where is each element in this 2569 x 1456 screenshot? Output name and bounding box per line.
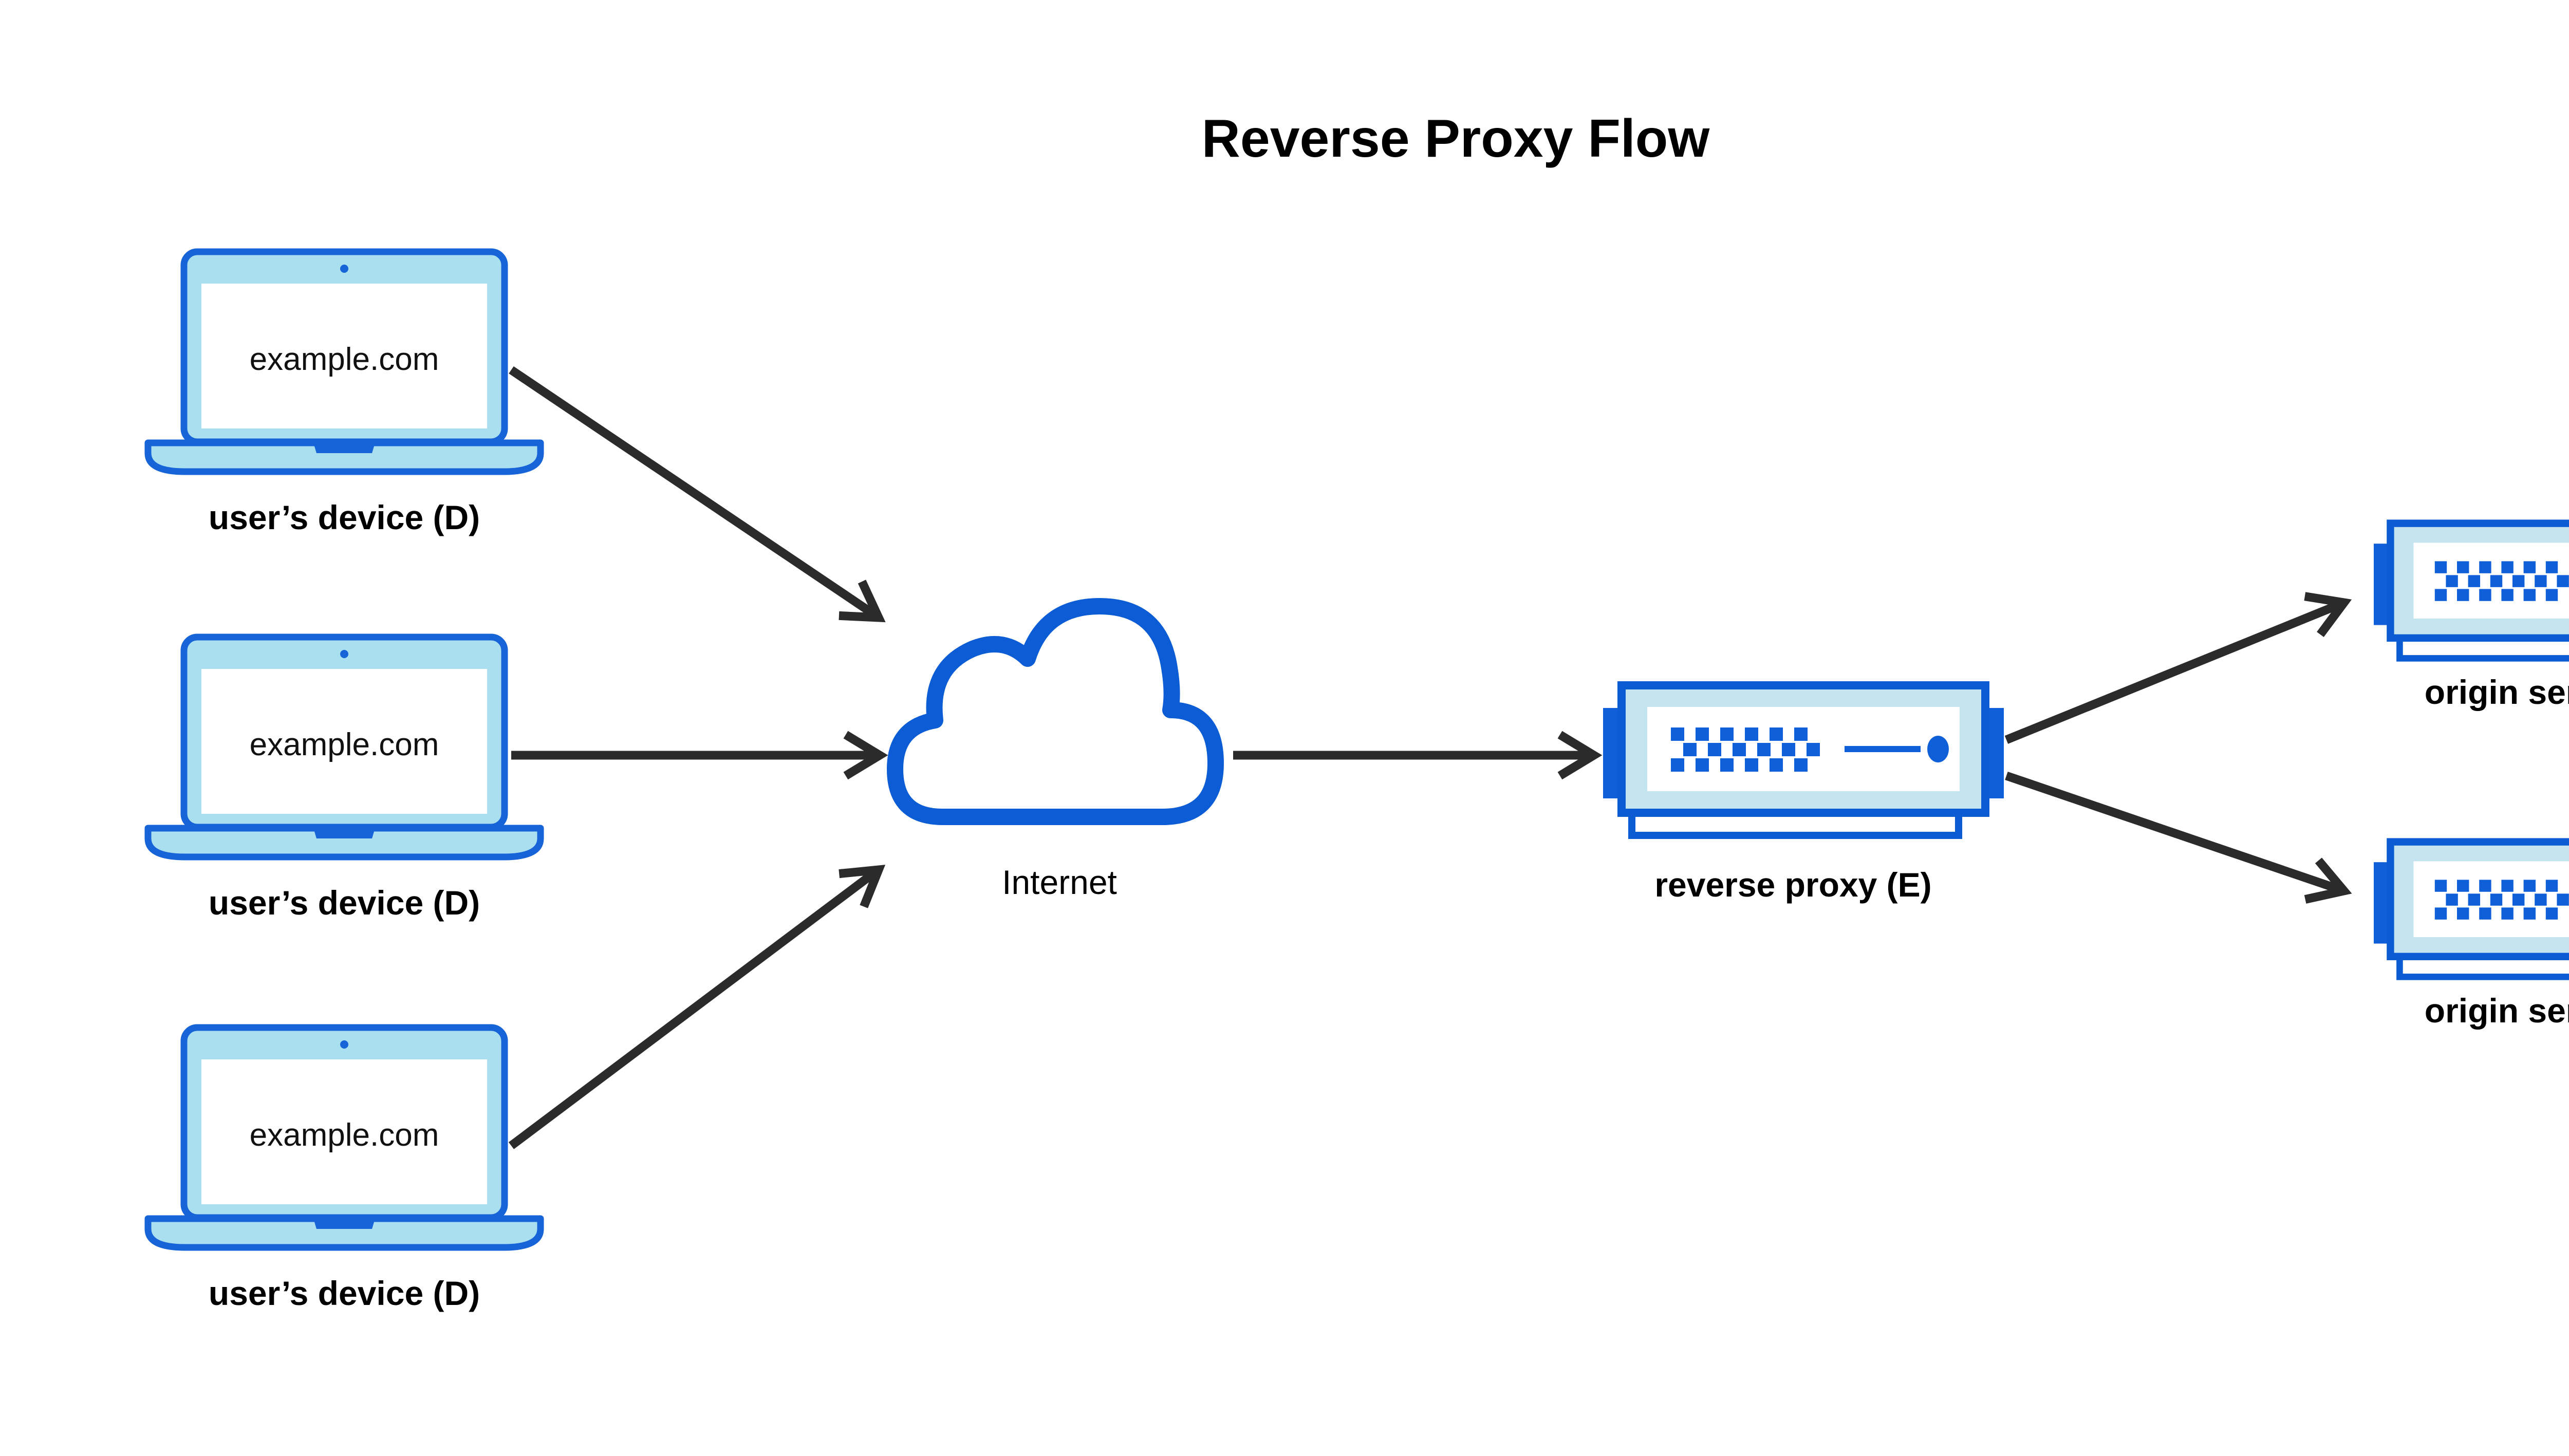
node-label-user-device: user’s device (D)	[209, 498, 480, 536]
node-label-origin-server: origin server (F)	[2425, 673, 2569, 711]
device-screen-text: example.com	[250, 1117, 439, 1153]
node-internet-cloud[interactable]: Internet	[887, 598, 1224, 901]
cloud-icon	[887, 598, 1224, 825]
node-label-user-device: user’s device (D)	[209, 1274, 480, 1312]
node-label-user-device: user’s device (D)	[209, 884, 480, 922]
node-label-internet: Internet	[1002, 863, 1117, 901]
device-screen-text: example.com	[250, 342, 439, 377]
arrow-device-middle-to-internet	[511, 735, 880, 776]
arrow-device-bottom-to-internet	[508, 853, 891, 1149]
arrow-device-top-to-internet	[509, 366, 890, 634]
node-user-device-bottom[interactable]: example.com user’s device (D)	[148, 1028, 541, 1312]
server-icon	[2374, 524, 2569, 659]
node-reverse-proxy[interactable]: reverse proxy (E)	[1603, 685, 2004, 904]
arrow-internet-to-reverse-proxy	[1233, 735, 1594, 776]
node-user-device-top[interactable]: example.com user’s device (D)	[148, 252, 541, 536]
arrow-reverse-proxy-to-origin-bottom	[2005, 771, 2351, 910]
device-screen-text: example.com	[250, 727, 439, 762]
node-label-origin-server: origin server (F)	[2425, 992, 2569, 1030]
node-origin-server-top[interactable]: origin server (F)	[2374, 524, 2569, 711]
flow-arrows	[508, 366, 2352, 1149]
node-origin-server-bottom[interactable]: origin server (F)	[2374, 842, 2569, 1030]
server-icon	[2374, 842, 2569, 977]
server-icon	[1603, 685, 2004, 835]
arrow-reverse-proxy-to-origin-top	[2004, 584, 2352, 744]
page-title: Reverse Proxy Flow	[1202, 109, 1710, 169]
node-user-device-middle[interactable]: example.com user’s device (D)	[148, 637, 541, 922]
node-label-reverse-proxy: reverse proxy (E)	[1654, 866, 1931, 904]
